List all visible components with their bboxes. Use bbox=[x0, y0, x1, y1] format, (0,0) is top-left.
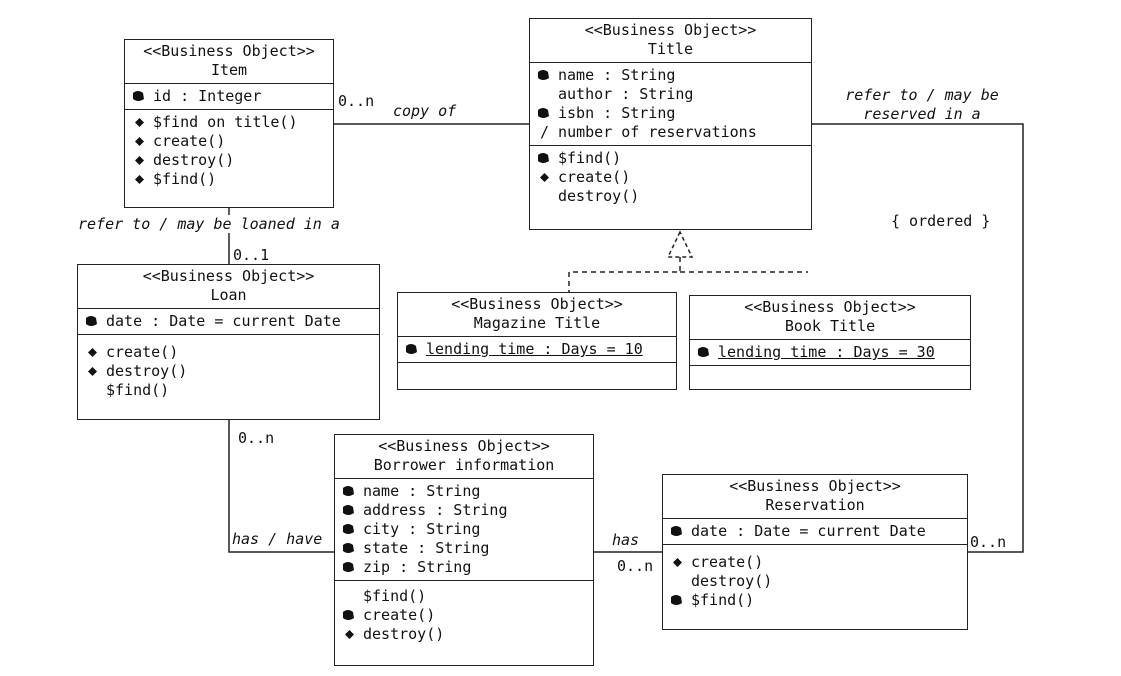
title-operation: $find() bbox=[534, 149, 807, 168]
private-attribute-icon bbox=[343, 562, 354, 572]
private-operation-icon bbox=[671, 595, 682, 605]
role-refer-reserved: refer to / may be reserved in a bbox=[845, 86, 999, 123]
magazine-attribute: lending time : Days = 10 bbox=[402, 340, 672, 359]
title-attribute: author : String bbox=[558, 85, 694, 103]
multiplicity-item-title: 0..n bbox=[338, 92, 375, 110]
private-attribute-icon bbox=[538, 108, 549, 118]
item-operation: destroy() bbox=[129, 151, 329, 170]
title-operation: destroy() bbox=[558, 187, 640, 205]
book-attribute: lending time : Days = 30 bbox=[694, 343, 966, 362]
generalization-line bbox=[568, 257, 681, 292]
private-attribute-icon bbox=[671, 526, 682, 536]
protected-operation-icon bbox=[135, 156, 144, 165]
protected-operation-icon bbox=[135, 137, 144, 146]
generalization-arrow bbox=[666, 230, 694, 258]
protected-operation-icon bbox=[345, 630, 354, 639]
loan-stereotype: <<Business Object>> bbox=[142, 267, 315, 285]
reservation-operation: destroy() bbox=[691, 572, 773, 590]
item-operation: $find() bbox=[129, 170, 329, 189]
class-reservation[interactable]: <<Business Object>> Reservation date : D… bbox=[662, 474, 968, 630]
item-stereotype: <<Business Object>> bbox=[143, 42, 315, 60]
multiplicity-loan-item: 0..1 bbox=[233, 246, 270, 264]
title-operation: create() bbox=[534, 168, 807, 187]
reservation-attribute: date : Date = current Date bbox=[667, 522, 963, 541]
private-attribute-icon bbox=[343, 486, 354, 496]
private-attribute-icon bbox=[538, 70, 549, 80]
class-borrower-information[interactable]: <<Business Object>> Borrower information… bbox=[334, 434, 594, 666]
protected-operation-icon bbox=[540, 173, 549, 182]
private-attribute-icon bbox=[343, 543, 354, 553]
borrower-attribute: zip : String bbox=[339, 558, 589, 577]
borrower-attribute: name : String bbox=[339, 482, 589, 501]
borrower-attribute: city : String bbox=[339, 520, 589, 539]
loan-attribute: date : Date = current Date bbox=[82, 312, 375, 331]
borrower-operation: destroy() bbox=[339, 625, 589, 644]
role-has-have: has / have bbox=[232, 530, 323, 548]
title-attribute: / number of reservations bbox=[540, 123, 757, 141]
book-class-name: Book Title bbox=[784, 317, 876, 335]
magazine-class-name: Magazine Title bbox=[473, 314, 601, 332]
multiplicity-reservation-title: 0..n bbox=[970, 533, 1007, 551]
item-operation: $find on title() bbox=[129, 113, 329, 132]
role-refer-loaned: refer to / may be loaned in a bbox=[78, 215, 340, 233]
class-loan[interactable]: <<Business Object>> Loan date : Date = c… bbox=[77, 264, 380, 420]
class-title[interactable]: <<Business Object>> Title name : String … bbox=[529, 18, 812, 230]
private-attribute-icon bbox=[86, 316, 97, 326]
private-attribute-icon bbox=[406, 344, 417, 354]
class-magazine-title[interactable]: <<Business Object>> Magazine Title lendi… bbox=[397, 292, 677, 390]
reservation-stereotype: <<Business Object>> bbox=[729, 477, 901, 495]
role-copy-of: copy of bbox=[393, 102, 457, 120]
reservation-operation: $find() bbox=[667, 591, 963, 610]
protected-operation-icon bbox=[88, 348, 97, 357]
item-attribute: id : Integer bbox=[129, 87, 329, 106]
assoc-title-reservation bbox=[812, 123, 1024, 553]
private-operation-icon bbox=[343, 610, 354, 620]
private-attribute-icon bbox=[343, 505, 354, 515]
role-has: has bbox=[612, 531, 640, 549]
class-item[interactable]: <<Business Object>> Item id : Integer $f… bbox=[124, 39, 334, 208]
title-class-name: Title bbox=[647, 40, 694, 58]
title-attribute: name : String bbox=[534, 66, 807, 85]
private-attribute-icon bbox=[343, 524, 354, 534]
constraint-ordered: { ordered } bbox=[891, 212, 991, 230]
private-operation-icon bbox=[538, 153, 549, 163]
protected-operation-icon bbox=[88, 367, 97, 376]
magazine-stereotype: <<Business Object>> bbox=[451, 295, 623, 313]
reservation-operation: create() bbox=[667, 553, 963, 572]
loan-operation: create() bbox=[82, 343, 375, 362]
borrower-attribute: address : String bbox=[339, 501, 589, 520]
protected-operation-icon bbox=[135, 118, 144, 127]
reservation-class-name: Reservation bbox=[765, 496, 865, 514]
class-book-title[interactable]: <<Business Object>> Book Title lending t… bbox=[689, 295, 971, 390]
borrower-class-name: Borrower information bbox=[373, 456, 555, 474]
multiplicity-borrower-reservation: 0..n bbox=[617, 557, 654, 575]
loan-operation: $find() bbox=[106, 381, 170, 399]
multiplicity-loan-borrower: 0..n bbox=[238, 429, 275, 447]
loan-class-name: Loan bbox=[210, 286, 247, 304]
private-attribute-icon bbox=[133, 91, 144, 101]
loan-operation: destroy() bbox=[82, 362, 375, 381]
assoc-loan-borrower bbox=[228, 420, 334, 553]
borrower-attribute: state : String bbox=[339, 539, 589, 558]
borrower-operation: create() bbox=[339, 606, 589, 625]
title-stereotype: <<Business Object>> bbox=[584, 21, 757, 39]
protected-operation-icon bbox=[135, 175, 144, 184]
title-attribute: isbn : String bbox=[534, 104, 807, 123]
borrower-operation: $find() bbox=[363, 587, 427, 605]
protected-operation-icon bbox=[673, 558, 682, 567]
item-class-name: Item bbox=[210, 61, 248, 79]
borrower-stereotype: <<Business Object>> bbox=[378, 437, 550, 455]
item-operation: create() bbox=[129, 132, 329, 151]
book-stereotype: <<Business Object>> bbox=[744, 298, 916, 316]
private-attribute-icon bbox=[698, 347, 709, 357]
